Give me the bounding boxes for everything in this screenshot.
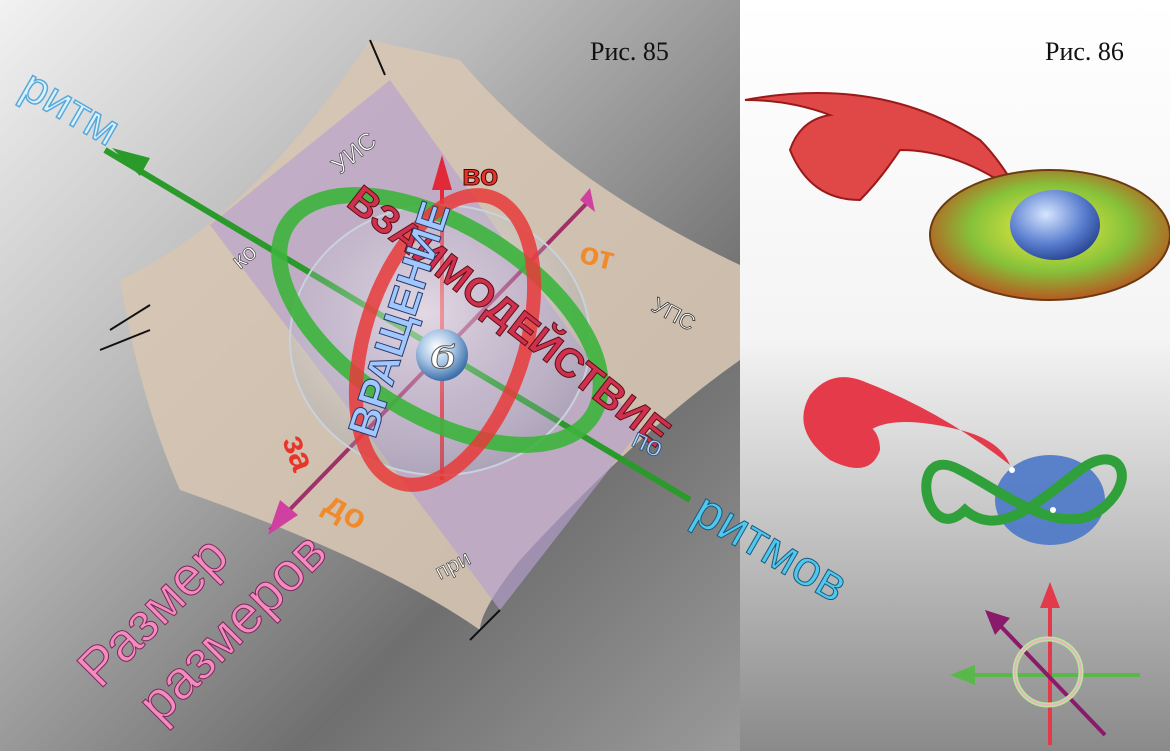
red-curl <box>803 377 1010 468</box>
green-ring <box>271 187 609 453</box>
caption-fig86: Рис. 86 <box>1045 37 1124 66</box>
cross-green-arrow <box>950 665 975 685</box>
razmer-axis-arrow <box>268 500 298 535</box>
prefix-ot: от <box>576 234 618 277</box>
cross-purple-arrow <box>985 610 1010 635</box>
cross-purple-axis <box>988 613 1107 737</box>
surface-ticks <box>99 39 501 641</box>
ritm-axis-arrow <box>112 148 150 176</box>
cross-red-arrow <box>1040 582 1060 608</box>
fig86: Рис. 86 <box>744 37 1170 745</box>
center-symbol: Ϭ <box>430 339 456 376</box>
caption-fig85: Рис. 85 <box>590 37 669 66</box>
prefix-vo: во <box>462 159 498 192</box>
core-sphere <box>416 329 468 381</box>
red-ring <box>348 188 542 492</box>
green-infinity <box>921 454 1127 526</box>
blue-ball <box>1010 190 1100 260</box>
vertical-axis-arrow <box>432 155 452 190</box>
red-swirl-3d <box>744 92 1021 202</box>
cross-ring-inner <box>1014 638 1082 706</box>
right-axis-arrow <box>580 188 595 212</box>
node-dot-1 <box>1009 467 1015 473</box>
node-dot-2 <box>1050 507 1056 513</box>
fig86-background <box>740 0 1170 751</box>
